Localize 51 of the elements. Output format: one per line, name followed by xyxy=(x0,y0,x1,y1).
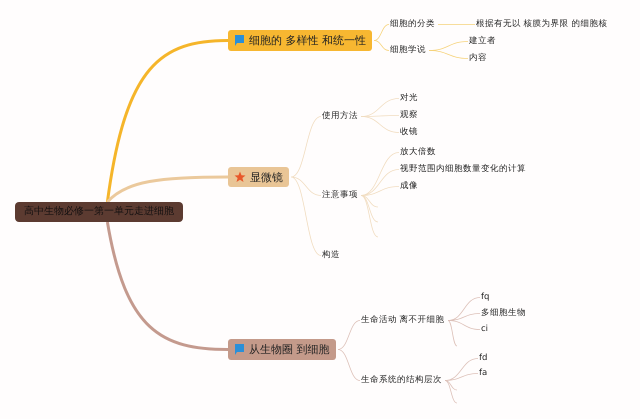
subtopic-text: 注意事项 xyxy=(321,190,359,199)
subtopic-text: 构造 xyxy=(321,250,341,259)
subtopic-text: 细胞学说 xyxy=(389,46,427,54)
subtopic-text: 视野范围内细胞数量变化的计算 xyxy=(399,164,527,173)
subtopic-text: 收镜 xyxy=(399,128,419,136)
branch-line xyxy=(444,380,458,404)
subtopic-text: 使用方法 xyxy=(321,112,359,120)
topic-box xyxy=(228,167,289,187)
subtopic-text: ci xyxy=(480,324,490,333)
branch-line xyxy=(360,195,378,238)
topic-label: 细胞的 多样性 和统一性 xyxy=(249,34,366,46)
branch-line xyxy=(360,195,378,222)
topic-box xyxy=(228,338,336,360)
branch-line xyxy=(444,380,458,390)
subtopic-text: 放大倍数 xyxy=(399,148,437,156)
branch-line xyxy=(338,349,360,381)
topic-label: 从生物圈 到细胞 xyxy=(249,344,330,354)
subtopic-text: 建立者 xyxy=(468,36,497,45)
subtopic-text: 成像 xyxy=(399,182,419,190)
branch-line xyxy=(360,195,378,208)
subtopic-text: 对光 xyxy=(399,94,419,102)
branch-line xyxy=(438,24,476,25)
branch-line xyxy=(360,152,400,196)
topic-box xyxy=(228,30,372,50)
branch-line xyxy=(374,40,390,51)
branch-line xyxy=(338,320,360,350)
branch-line xyxy=(448,320,480,330)
branch-line xyxy=(106,39,228,202)
branch-line xyxy=(428,50,468,59)
branch-line xyxy=(360,116,400,133)
subtopic-text: 内容 xyxy=(468,54,488,62)
branch-line xyxy=(290,176,322,196)
branch-line xyxy=(374,24,390,41)
branch-line xyxy=(290,116,322,178)
subtopic-text: fq xyxy=(480,292,490,301)
branch-line xyxy=(290,176,322,256)
topic-label: 显微镜 xyxy=(250,172,283,182)
subtopic-text: 根据有无以 核膜为界限 的细胞核 xyxy=(475,20,608,28)
subtopic-text: fa xyxy=(478,368,488,377)
branch-line xyxy=(360,186,400,196)
root-topic-box: 高中生物必修一第一单元走进细胞 xyxy=(15,202,183,222)
subtopic-text: 多细胞生物 xyxy=(480,308,527,317)
subtopic-text: 生命系统的结构层次 xyxy=(360,376,443,384)
branch-line xyxy=(106,222,228,351)
branch-line xyxy=(106,176,228,204)
branch-line xyxy=(444,373,478,381)
subtopic-text: 细胞的分类 xyxy=(389,20,436,28)
branch-line xyxy=(448,320,458,346)
subtopic-text: 观察 xyxy=(399,110,419,119)
subtopic-text: 生命活动 离不开细胞 xyxy=(360,316,446,324)
subtopic-text: fd xyxy=(478,354,488,362)
